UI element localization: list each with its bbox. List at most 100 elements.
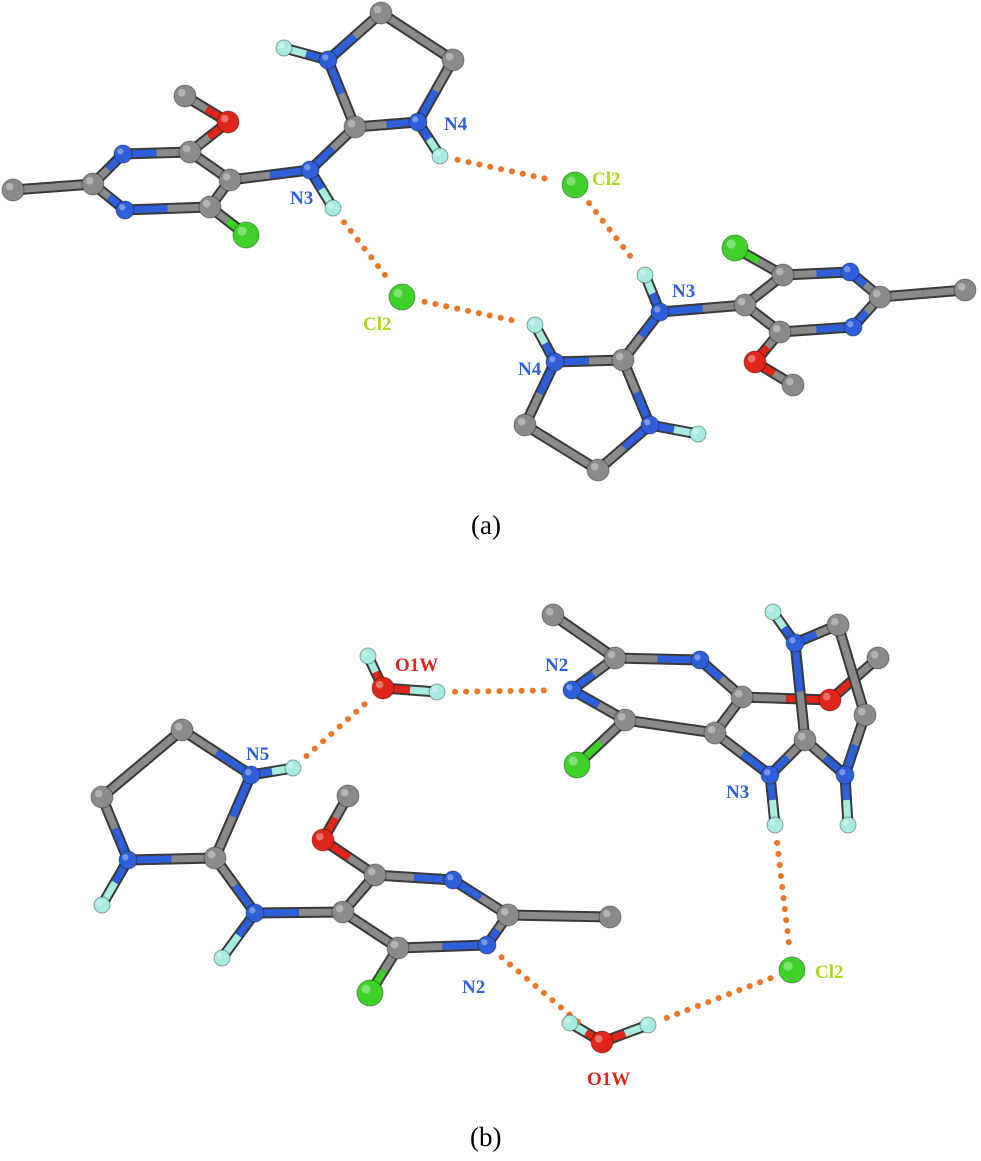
oxygen-atom xyxy=(743,350,767,374)
nitrogen-atom xyxy=(115,200,135,220)
nitrogen-atom xyxy=(785,633,805,653)
carbon-atom xyxy=(203,846,227,870)
carbon-atom xyxy=(343,115,367,139)
nitrogen-atom xyxy=(241,765,261,785)
atom-highlight xyxy=(122,854,129,861)
nitrogen-atom xyxy=(650,302,670,322)
carbon-atom xyxy=(953,278,977,302)
hydrogen-bond xyxy=(586,200,637,264)
carbon-atom xyxy=(170,718,194,742)
atom-highlight xyxy=(304,164,311,171)
label-n4-bottom: N4 xyxy=(518,359,542,380)
hydrogen-atom xyxy=(639,1016,657,1034)
chlorine-atom xyxy=(721,234,749,262)
atom-highlight xyxy=(870,650,879,659)
carbon-atom xyxy=(81,172,105,196)
carbon-atom xyxy=(90,785,114,809)
atom-highlight xyxy=(590,462,599,471)
atom-highlight xyxy=(607,650,616,659)
atom-highlight xyxy=(445,52,454,61)
chlorine-atom xyxy=(356,979,384,1007)
label-n3-right: N3 xyxy=(672,281,695,302)
atom-highlight xyxy=(393,288,403,298)
carbon-atom xyxy=(331,900,355,924)
hydrogen-atom xyxy=(93,896,111,914)
atom-highlight xyxy=(549,356,556,363)
atom-highlight xyxy=(529,319,536,326)
atom-highlight xyxy=(737,297,746,306)
atom-highlight xyxy=(315,832,324,841)
atom-highlight xyxy=(726,239,736,249)
label-o1w-bottom: O1W xyxy=(587,1069,630,1090)
atom-highlight xyxy=(734,689,743,698)
atom-highlight xyxy=(707,725,716,734)
nitrogen-atom xyxy=(843,317,863,337)
atom-highlight xyxy=(764,769,771,776)
atom-highlight xyxy=(642,1019,649,1026)
chlorine-atom xyxy=(232,221,260,249)
chlorine-atom xyxy=(563,751,591,779)
atom-highlight xyxy=(566,684,573,691)
atom-highlight xyxy=(857,707,866,716)
atom-highlight xyxy=(783,961,793,971)
atom-highlight xyxy=(500,907,509,916)
atom-highlight xyxy=(481,939,488,946)
label-cl2-right: Cl2 xyxy=(592,169,621,190)
atom-highlight xyxy=(5,182,14,191)
carbon-atom xyxy=(496,903,520,927)
nitrogen-atom xyxy=(118,850,138,870)
atom-highlight xyxy=(747,354,756,363)
atom-highlight xyxy=(844,266,851,273)
nitrogen-atom xyxy=(477,935,497,955)
atom-highlight xyxy=(85,176,94,185)
panel-label-b: (b) xyxy=(470,1122,501,1152)
hydrogen-atom xyxy=(636,266,654,284)
atom-highlight xyxy=(202,199,211,208)
oxygen-atom xyxy=(818,688,842,712)
atom-highlight xyxy=(615,352,624,361)
label-n2-bottom: N2 xyxy=(462,977,485,998)
label-n5: N5 xyxy=(246,744,269,765)
hydrogen-atom xyxy=(561,1014,579,1032)
atom-highlight xyxy=(347,119,356,128)
hydrogen-bond xyxy=(454,156,556,184)
atom-highlight xyxy=(322,54,329,61)
atom-highlight xyxy=(767,606,774,613)
atom-highlight xyxy=(847,321,854,328)
carbon-atom xyxy=(793,728,817,752)
hydrogen-atom xyxy=(359,647,377,665)
nitrogen-atom xyxy=(640,415,660,435)
atom-highlight xyxy=(772,324,781,333)
atom-highlight xyxy=(517,417,526,426)
atom-highlight xyxy=(594,1034,603,1043)
carbon-atom xyxy=(866,646,890,670)
hydrogen-atom xyxy=(764,603,782,621)
atom-highlight xyxy=(373,5,382,14)
hydrogen-bond xyxy=(498,954,589,1032)
hydrogen-bond xyxy=(341,219,391,282)
nitrogen-atom xyxy=(245,903,265,923)
hydrogen-bonds-layer xyxy=(303,156,793,1032)
hydrogen-bond xyxy=(451,687,557,695)
atom-highlight xyxy=(872,289,881,298)
carbon-atom xyxy=(771,263,795,287)
carbon-atom xyxy=(781,373,805,397)
carbon-atom xyxy=(768,320,792,344)
atom-highlight xyxy=(431,686,438,693)
carbon-atom xyxy=(363,863,387,887)
nitrogen-atom xyxy=(318,50,338,70)
panel-label-a: (a) xyxy=(471,510,501,540)
nitrogen-atom xyxy=(690,650,710,670)
chlorine-atom xyxy=(561,171,589,199)
atom-highlight xyxy=(602,909,611,918)
carbon-atom xyxy=(703,721,727,745)
hydrogen-bond xyxy=(774,839,793,951)
atom-highlight xyxy=(639,269,646,276)
atom-highlight xyxy=(617,712,626,721)
carbon-atom xyxy=(603,646,627,670)
label-n4-top: N4 xyxy=(444,114,468,135)
hydrogen-bond xyxy=(661,975,774,1022)
nitrogen-atom xyxy=(545,352,565,372)
atom-highlight xyxy=(769,819,776,826)
